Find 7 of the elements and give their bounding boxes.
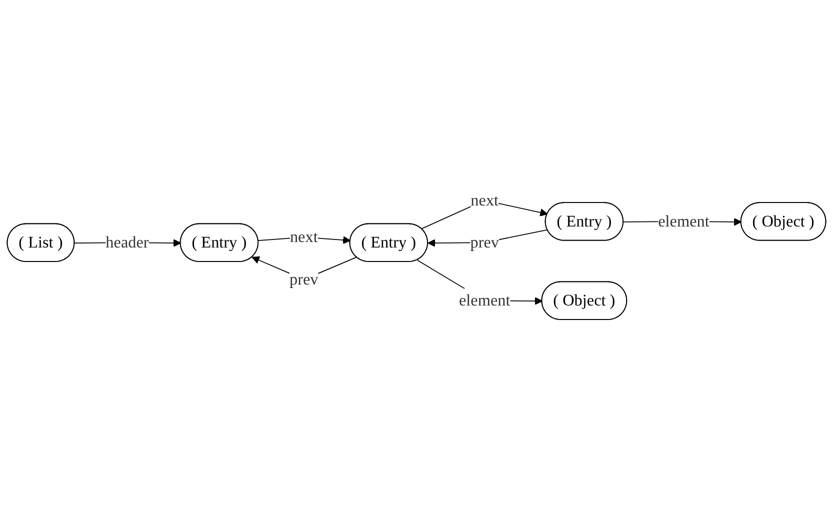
edge-label: element [458,290,510,309]
edge-label: next [470,190,499,209]
edge-label: header [106,232,149,251]
edge-label: element [658,212,710,230]
edge-label: next [290,227,318,246]
edge-label: prev [470,232,499,251]
edge-label: prev [290,270,318,288]
